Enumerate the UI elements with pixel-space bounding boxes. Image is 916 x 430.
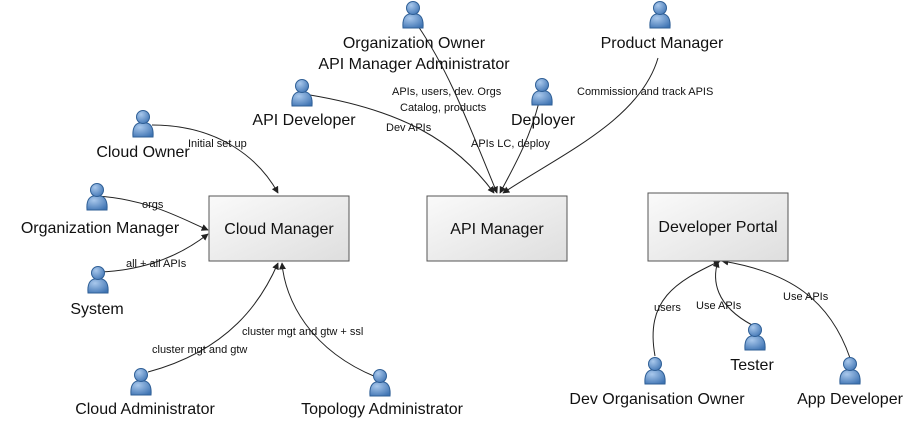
edge-org-owner <box>417 25 498 194</box>
cloud-administrator-label: Cloud Administrator <box>75 401 215 418</box>
edge-label-users: users <box>654 302 681 314</box>
organization-manager-label: Organization Manager <box>21 220 180 237</box>
tester-person-icon <box>744 323 766 351</box>
edge-dev-org-owner <box>652 260 721 357</box>
edge-label-owner-line2: Catalog, products <box>400 102 487 114</box>
edge-label-cluster-mgt-gtw-ssl: cluster mgt and gtw + ssl <box>242 326 363 338</box>
org-owner-person-icon <box>402 1 424 29</box>
edge-label-orgs: orgs <box>142 199 164 211</box>
system-label: System <box>70 301 123 318</box>
edge-tester <box>712 260 753 326</box>
app-developer-label: App Developer <box>797 391 904 408</box>
edge-label-commission: Commission and track APIS <box>577 86 713 98</box>
edge-deployer <box>499 97 541 194</box>
app-developer-person-icon <box>839 357 861 385</box>
api-developer-label: API Developer <box>252 112 356 129</box>
topology-administrator-person-icon <box>369 369 391 397</box>
edge-system <box>99 233 209 273</box>
edge-cloud-owner <box>151 124 279 194</box>
tester-label: Tester <box>730 357 774 374</box>
product-manager-person-icon <box>649 1 671 29</box>
edge-api-developer <box>309 94 495 194</box>
dev-organisation-owner-person-icon <box>644 357 666 385</box>
cloud-owner-person-icon <box>132 110 154 138</box>
edge-label-cluster-mgt-gtw: cluster mgt and gtw <box>152 344 247 356</box>
deployer-label: Deployer <box>511 112 576 129</box>
org-owner-label-line2: API Manager Administrator <box>318 56 510 73</box>
cloud-manager-label: Cloud Manager <box>224 221 334 238</box>
cloud-administrator-person-icon <box>130 368 152 396</box>
org-owner-label-line1: Organization Owner <box>343 35 486 52</box>
api-manager-label: API Manager <box>450 221 544 238</box>
deployer-person-icon <box>531 78 553 106</box>
api-manager-box: API Manager <box>426 195 568 262</box>
edge-app-developer <box>721 258 851 359</box>
system-person-icon <box>87 266 109 294</box>
developer-portal-box: Developer Portal <box>647 192 789 262</box>
edge-label-all-apis: all + all APIs <box>126 258 187 270</box>
edge-org-manager <box>97 195 209 231</box>
developer-portal-label: Developer Portal <box>658 219 777 236</box>
edge-label-use-apis-tester: Use APIs <box>696 300 742 312</box>
edge-label-owner-line1: APIs, users, dev. Orgs <box>392 86 502 98</box>
cloud-owner-label: Cloud Owner <box>96 144 190 161</box>
topology-administrator-label: Topology Administrator <box>301 401 464 418</box>
edge-label-apis-lc-deploy: APIs LC, deploy <box>471 138 550 150</box>
edge-label-initial-setup: Initial set up <box>188 138 247 150</box>
dev-organisation-owner-label: Dev Organisation Owner <box>569 391 745 408</box>
edge-topology-admin <box>279 262 377 378</box>
edge-cloud-admin <box>147 262 279 373</box>
product-manager-label: Product Manager <box>601 35 724 52</box>
api-developer-person-icon <box>291 79 313 107</box>
edge-product-manager <box>502 57 659 194</box>
edge-label-dev-apis: Dev APIs <box>386 122 432 134</box>
edge-label-use-apis-app: Use APIs <box>783 291 829 303</box>
cloud-manager-box: Cloud Manager <box>208 195 350 262</box>
